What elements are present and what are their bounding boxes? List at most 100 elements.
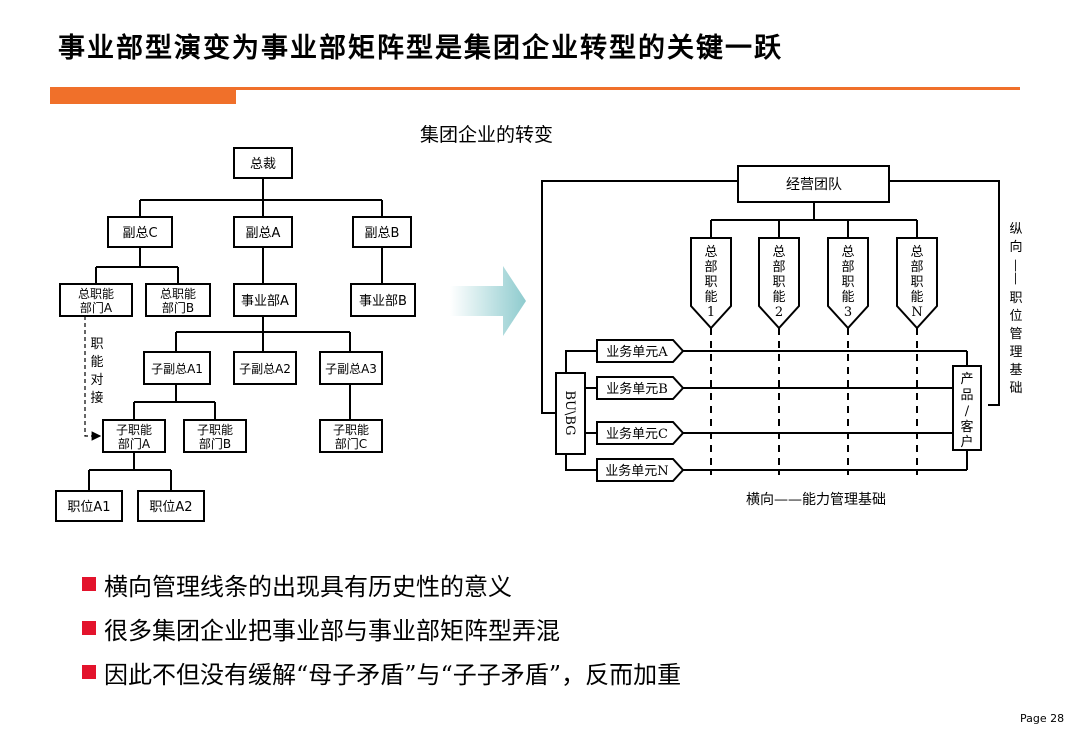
hq-function-n-char-3: 职 [910,275,923,290]
hq-function-2-box [758,237,800,330]
left-org-chart [55,147,416,522]
hq-function-3-char-1: 总 [841,245,854,260]
bullet-text-1: 横向管理线条的出现具有历史性的意义 [104,572,512,601]
position-a1-label: 职位A1 [67,500,110,515]
business-unit-b-label: 业务单元B [606,381,668,397]
func-dept-b-line1: 总职能 [160,287,196,301]
bullet-list: 横向管理线条的出现具有历史性的意义 很多集团企业把事业部与事业部矩阵型弄混 因此… [82,562,681,694]
hq-function-1-char-5: 1 [707,305,715,320]
diagram-canvas: 总裁 副总C 副总A 副总B 总职能 部门A 总职能 部门B 事业部A 事业部B… [55,147,1023,522]
hq-function-3-char-3: 职 [841,275,854,290]
sub-func-c-box [319,419,383,453]
func-dept-a-line2: 部门A [80,300,113,315]
bullet-square-icon [82,621,96,635]
bullet-square-icon [82,665,96,679]
business-unit-b-box [596,376,685,400]
hq-function-3-char-4: 能 [841,290,854,305]
product-customer-char-3: / [965,404,970,419]
business-unit-n-box [596,458,685,482]
horizontal-label: 横向——能力管理基础 [746,491,886,508]
business-unit-c-box [596,421,685,445]
title-underline [50,87,1020,90]
ceo-box [233,147,293,179]
bu-b-label: 事业部B [359,294,407,309]
sub-vp-a2-label: 子副总A2 [239,362,291,376]
bullet-item-3: 因此不但没有缓解“母子矛盾”与“子子矛盾”，反而加重 [82,650,681,694]
business-unit-a-label: 业务单元A [606,344,668,360]
vertical-label-char-6: 管 [1009,327,1022,342]
right-matrix-chart [541,165,1000,482]
product-customer-char-2: 品 [960,388,973,403]
vp-c-box [107,216,173,248]
ceo-label: 总裁 [250,156,276,172]
page-title: 事业部型演变为事业部矩阵型是集团企业转型的关键一跃 [58,33,783,64]
docking-char-2: 能 [90,355,103,370]
sub-vp-a1-label: 子副总A1 [151,362,203,376]
bu-b-box [350,283,416,317]
sub-func-a-line1: 子职能 [116,423,152,437]
hq-function-1-char-4: 能 [704,290,717,305]
hq-function-3-char-5: 3 [844,305,852,320]
vp-c-label: 副总C [122,226,157,241]
hq-function-2-char-3: 职 [772,275,785,290]
sub-func-b-line2: 部门B [199,436,231,451]
sub-func-a-line2: 部门A [118,436,151,451]
sub-func-c-line1: 子职能 [333,423,369,437]
hq-function-n-box [896,237,938,330]
business-unit-c-label: 业务单元C [606,426,668,442]
hq-function-2-char-1: 总 [772,245,785,260]
sub-vp-a2-box [233,351,297,385]
hq-function-2-char-4: 能 [772,290,785,305]
vertical-label-char-2: 向 [1009,239,1022,255]
hq-function-n-char-5: N [911,305,922,320]
hq-function-1-box [690,237,732,330]
sub-vp-a1-box [143,351,211,385]
product-customer-box [952,365,982,451]
vp-b-label: 副总B [365,226,400,241]
product-customer-char-1: 产 [960,372,973,387]
sub-func-c-line2: 部门C [335,436,367,451]
business-unit-a-box [596,339,685,363]
vertical-label-char-5: 位 [1009,309,1022,324]
func-dept-a-box [59,283,133,317]
page-number: Page 28 [1020,712,1065,725]
bullet-square-icon [82,577,96,591]
hq-function-2-char-5: 2 [775,305,783,320]
func-dept-b-line2: 部门B [162,300,194,315]
sub-func-b-line1: 子职能 [197,423,233,437]
hq-function-n-char-1: 总 [910,245,923,260]
product-customer-char-5: 户 [960,434,973,450]
vp-a-label: 副总A [246,226,281,241]
transition-arrow-icon [450,266,526,336]
sub-vp-a3-label: 子副总A3 [325,362,377,376]
vertical-label-char-8: 基 [1009,363,1022,378]
hq-function-3-char-2: 部 [841,260,854,275]
vp-a-box [233,216,293,248]
vertical-label-char-4: 职 [1009,291,1022,306]
position-a2-box [137,490,205,522]
product-customer-char-4: 客 [960,419,973,435]
bullet-item-2: 很多集团企业把事业部与事业部矩阵型弄混 [82,606,681,650]
mgmt-team-box [737,165,890,203]
vertical-label-char-1: 纵 [1009,222,1022,237]
hq-function-3-box [827,237,869,330]
position-a1-box [55,490,123,522]
bullet-text-3: 因此不但没有缓解“母子矛盾”与“子子矛盾”，反而加重 [104,660,682,689]
docking-char-3: 对 [90,373,103,388]
hq-function-2-char-2: 部 [772,260,785,275]
vp-b-box [352,216,412,248]
vertical-label-dash-glyph: —— [1008,259,1023,285]
func-dept-a-line1: 总职能 [78,287,114,301]
bullet-item-1: 横向管理线条的出现具有历史性的意义 [82,562,681,606]
vertical-label-char-9: 础 [1009,381,1022,396]
hq-function-n-char-2: 部 [910,260,923,275]
vertical-label-char-7: 理 [1009,345,1022,360]
diagram-subtitle: 集团企业的转变 [420,124,554,146]
business-unit-n-label: 业务单元N [605,463,668,479]
hq-function-1-char-3: 职 [704,275,717,290]
docking-char-4: 接 [90,390,103,406]
docking-char-1: 职 [90,337,103,352]
hq-function-1-char-1: 总 [704,245,717,260]
mgmt-team-label: 经营团队 [786,177,842,193]
bu-bg-box [555,372,586,455]
